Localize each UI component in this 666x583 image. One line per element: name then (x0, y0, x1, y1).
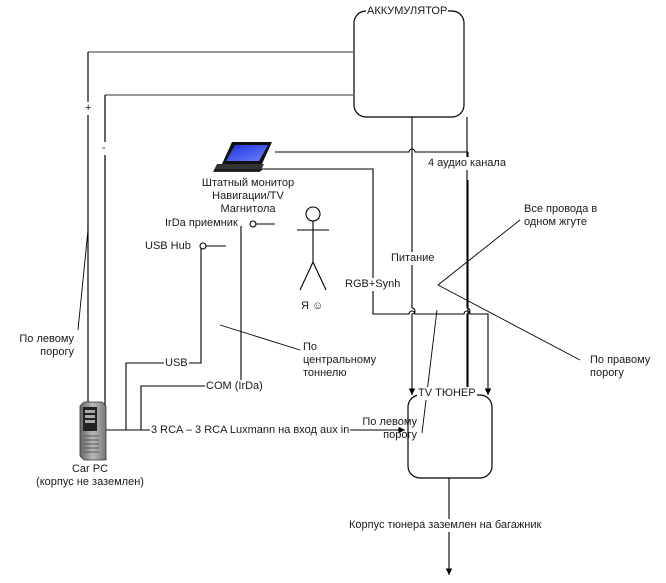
note-line: порогу (40, 346, 74, 358)
audio-channels-label: 4 аудио канала (427, 157, 507, 170)
rca-label: 3 RCA – 3 RCA Luxmann на вход aux in (150, 424, 351, 437)
usb-hub-label: USB Hub (145, 240, 191, 252)
note-line: По левому (19, 333, 74, 345)
irda-receiver-label: IrDa приемник (165, 217, 238, 229)
battery-label: АККУМУЛЯТОР (366, 5, 449, 18)
car-pc-icon[interactable] (79, 401, 107, 461)
power-label: Питание (390, 252, 436, 265)
note-line: Все провода в (524, 203, 598, 215)
tuner-power-wires (408, 117, 471, 395)
note-line: порогу (590, 367, 624, 379)
laptop-icon[interactable] (213, 142, 272, 172)
tv-tuner-label: TV ТЮНЕР (417, 387, 477, 400)
right-sill-note: По правому порогу (590, 354, 650, 380)
one-harness-note: Все провода в одном жгуте (524, 203, 597, 229)
minus-label: - (101, 142, 107, 155)
left-sill-note-2: По левому порогу (361, 416, 417, 442)
rgb-synh-label: RGB+Synh (344, 278, 402, 291)
note-line: тоннелю (303, 367, 347, 379)
note-line: По левому (362, 416, 417, 428)
note-line: порогу (383, 429, 417, 441)
left-sill-note: По левому порогу (14, 333, 74, 359)
note-line: По правому (590, 354, 651, 366)
monitor-label-line: Навигации/TV (212, 190, 284, 202)
ground-note: Корпус тюнера заземлен на багажник (348, 519, 543, 532)
car-pc-label-line: (корпус не заземлен) (36, 476, 144, 488)
note-line: центральному (303, 354, 377, 366)
com-irda-label: COM (IrDa) (205, 380, 264, 393)
rgb-wire (260, 168, 492, 395)
note-line: одном жгуте (524, 216, 588, 228)
usb-label: USB (164, 357, 189, 370)
central-tunnel-note: По центральному тоннелю (303, 341, 376, 380)
monitor-label: Штатный монитор Навигации/TV Магнитола (183, 177, 313, 216)
tv-tuner-box[interactable] (407, 394, 493, 479)
car-pc-label-line: Car PC (71, 463, 109, 475)
annotation-lines (77, 219, 581, 434)
person-icon (297, 206, 329, 291)
battery-box[interactable] (353, 10, 465, 118)
monitor-label-line: Штатный монитор (201, 177, 295, 189)
person-label: Я ☺ (301, 300, 324, 312)
monitor-label-line: Магнитола (220, 203, 276, 215)
car-pc-label: Car PC (корпус не заземлен) (20, 463, 160, 489)
plus-label: + (84, 102, 93, 115)
note-line: По (303, 341, 318, 353)
